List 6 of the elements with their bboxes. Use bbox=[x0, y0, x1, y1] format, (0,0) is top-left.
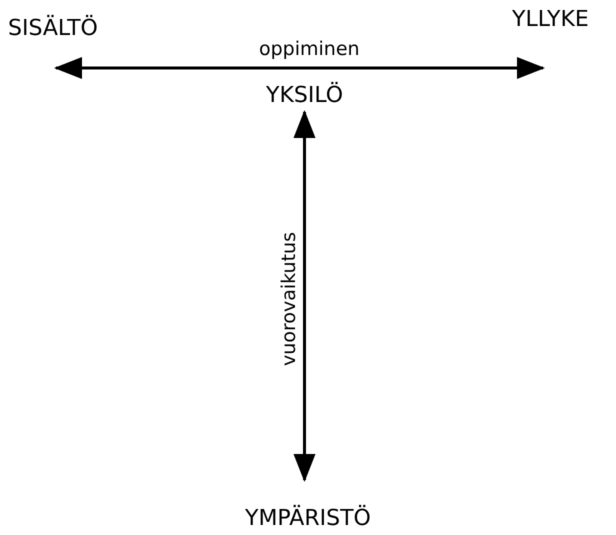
concept-label: YLLYKE bbox=[512, 6, 589, 34]
double-arrow bbox=[54, 57, 545, 79]
concept-label: YKSILÖ bbox=[266, 82, 344, 110]
double-arrow bbox=[294, 110, 316, 482]
concept-label: YMPÄRISTÖ bbox=[245, 505, 371, 533]
concept-label: SISÄLTÖ bbox=[8, 15, 98, 43]
